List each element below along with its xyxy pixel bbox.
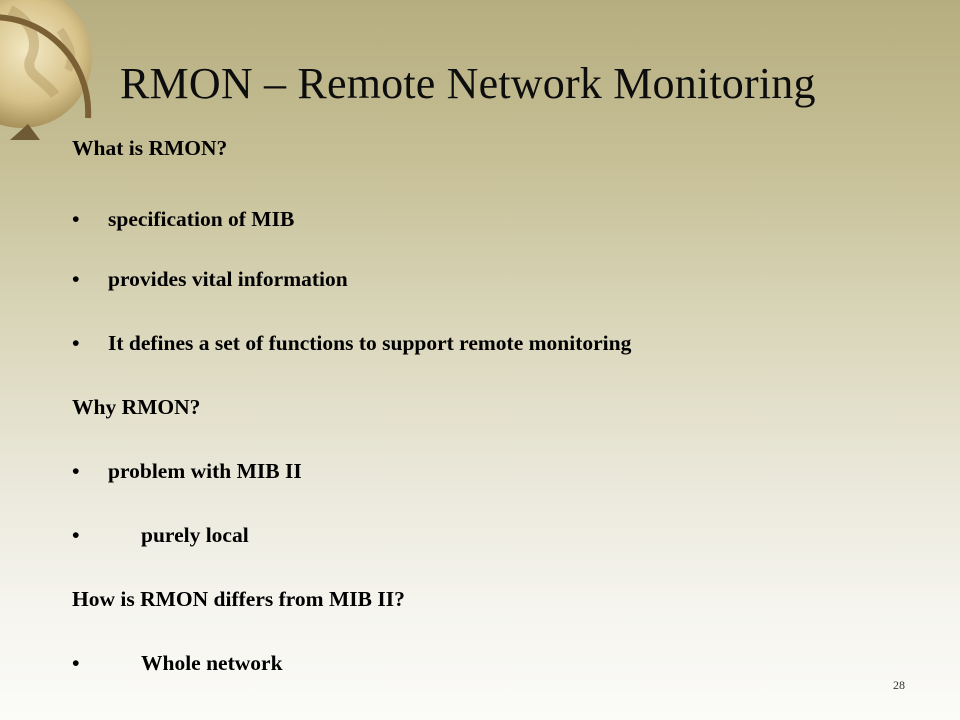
item-text: problem with MIB II — [108, 459, 302, 483]
bullet-icon: • — [72, 267, 80, 291]
slide-title: RMON – Remote Network Monitoring — [120, 59, 816, 108]
heading-text: How is RMON differs from MIB II? — [72, 587, 405, 611]
heading-text: Why RMON? — [72, 395, 201, 419]
page-number: 28 — [893, 678, 905, 692]
bullet-icon: • — [72, 459, 80, 483]
item-text: provides vital information — [108, 267, 348, 291]
heading-text: What is RMON? — [72, 136, 228, 160]
item-text: purely local — [141, 523, 249, 547]
globe-icon — [0, 0, 130, 140]
bullet-icon: • — [72, 331, 80, 355]
item-text: Whole network — [141, 651, 283, 675]
item-text: specification of MIB — [108, 207, 295, 231]
item-text: It defines a set of functions to support… — [108, 331, 632, 355]
bullet-icon: • — [72, 651, 80, 675]
bullet-icon: • — [72, 523, 80, 547]
bullet-icon: • — [72, 207, 80, 231]
